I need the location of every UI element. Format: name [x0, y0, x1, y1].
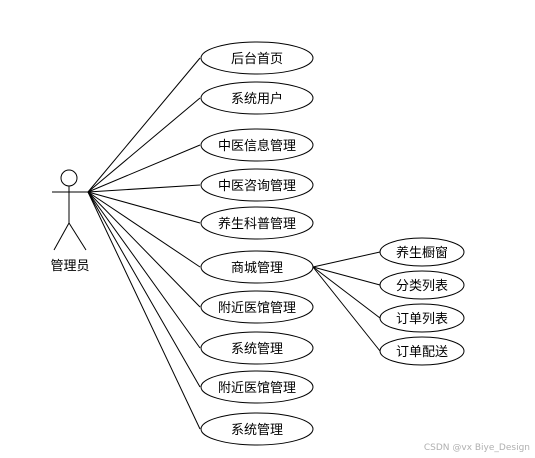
use-case-label: 商城管理	[231, 261, 283, 276]
use-case-label: 后台首页	[231, 52, 283, 67]
use-case-ellipse	[200, 250, 314, 284]
actor-leg-left	[53, 222, 70, 251]
use-case-label: 中医信息管理	[218, 138, 296, 154]
sub-use-case-ellipse	[379, 303, 465, 333]
sub-use-case-label: 分类列表	[396, 279, 448, 294]
sub-use-case-label: 订单列表	[396, 312, 448, 327]
association-uc1	[87, 57, 201, 193]
association-uc6	[87, 191, 201, 268]
association-uc7	[87, 191, 201, 308]
actor-figure	[52, 169, 88, 251]
use-case-label: 附近医馆管理	[218, 301, 296, 316]
association-uc5	[87, 191, 201, 224]
association-s4	[312, 266, 381, 352]
sub-use-case-label: 订单配送	[396, 345, 448, 360]
use-case-uc3[interactable]: 中医信息管理	[200, 128, 314, 162]
use-case-ellipse	[200, 168, 314, 202]
association-uc2	[87, 97, 201, 193]
use-case-label: 中医咨询管理	[218, 179, 296, 194]
use-case-ellipse	[200, 41, 314, 75]
use-case-ellipse	[200, 290, 314, 324]
actor-associations	[87, 57, 201, 430]
use-case-ellipse	[200, 412, 314, 446]
use-case-label: 系统管理	[231, 423, 283, 438]
association-uc4	[87, 184, 201, 193]
use-case-ellipse	[200, 331, 314, 365]
use-case-uc2[interactable]: 系统用户	[200, 81, 314, 115]
shop-associations	[312, 251, 381, 352]
association-uc8	[87, 191, 201, 349]
actor-leg-right	[68, 222, 87, 251]
sub-use-case-ellipse	[379, 336, 465, 366]
use-case-ellipse	[200, 128, 314, 162]
actor-head	[60, 169, 78, 187]
use-case-label: 附近医馆管理	[218, 381, 296, 396]
use-case-uc7[interactable]: 附近医馆管理	[200, 290, 314, 324]
association-s2	[312, 266, 381, 286]
watermark: CSDN @vx Biye_Design	[423, 443, 530, 453]
sub-use-case-ellipse	[379, 270, 465, 300]
use-case-uc9[interactable]: 附近医馆管理	[200, 370, 314, 404]
sub-use-case-label: 养生橱窗	[396, 245, 448, 261]
sub-use-case-s1[interactable]: 养生橱窗	[379, 237, 465, 267]
use-case-uc6[interactable]: 商城管理	[200, 250, 314, 284]
sub-use-case-s4[interactable]: 订单配送	[379, 336, 465, 366]
use-case-ellipse	[200, 206, 314, 240]
use-case-uc1[interactable]: 后台首页	[200, 41, 314, 75]
sub-use-case-s2[interactable]: 分类列表	[379, 270, 465, 300]
use-case-uc10[interactable]: 系统管理	[200, 412, 314, 446]
association-uc10	[87, 191, 201, 430]
use-case-uc8[interactable]: 系统管理	[200, 331, 314, 365]
use-case-uc4[interactable]: 中医咨询管理	[200, 168, 314, 202]
use-case-label: 养生科普管理	[218, 216, 296, 232]
sub-use-case-s3[interactable]: 订单列表	[379, 303, 465, 333]
sub-use-case-ellipse	[379, 237, 465, 267]
use-case-uc5[interactable]: 养生科普管理	[200, 206, 314, 240]
use-case-label: 系统管理	[231, 342, 283, 357]
association-s1	[312, 251, 381, 268]
actor-label: 管理员	[50, 259, 89, 274]
use-case-label: 系统用户	[231, 91, 283, 107]
association-uc3	[87, 144, 201, 193]
use-case-ellipse	[200, 370, 314, 404]
association-uc9	[87, 191, 201, 388]
association-s3	[312, 266, 381, 319]
use-case-ellipse	[200, 81, 314, 115]
